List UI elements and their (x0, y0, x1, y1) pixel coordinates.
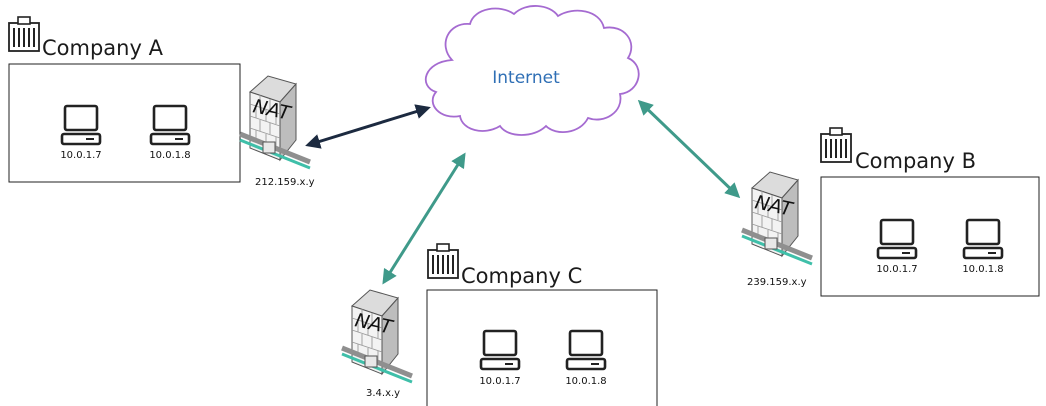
building-icon (8, 16, 40, 52)
building-icon (820, 127, 852, 163)
host-ip: 10.0.1.8 (149, 150, 190, 161)
site-company-c: Company C 10.0.1.7 10.0.1.8 NAT 3.4.x.y (342, 243, 658, 406)
host-ip: 10.0.1.7 (60, 150, 101, 161)
internet-cloud: Internet (425, 5, 640, 136)
company-box (426, 289, 658, 406)
nat-firewall-icon: NAT (342, 290, 412, 382)
nat-firewall-icon: NAT (742, 172, 812, 264)
public-ip: 3.4.x.y (366, 388, 400, 399)
computer-icon (962, 218, 1004, 260)
computer-icon (479, 329, 521, 371)
host-ip: 10.0.1.8 (962, 264, 1003, 275)
company-name: Company C (461, 264, 582, 288)
public-ip: 212.159.x.y (255, 177, 315, 188)
public-ip: 239.159.x.y (747, 277, 807, 288)
computer-icon (565, 329, 607, 371)
internet-label: Internet (492, 68, 560, 88)
link-company-a (305, 104, 431, 149)
company-box (820, 176, 1040, 297)
cloud-shape (425, 5, 640, 136)
site-company-a: Company A 10.0.1.7 10.0.1.8 NAT 212.159.… (8, 16, 315, 188)
computer-icon (60, 104, 102, 146)
host-ip: 10.0.1.7 (479, 376, 520, 387)
host-ip: 10.0.1.8 (565, 376, 606, 387)
company-name: Company A (42, 36, 164, 60)
host-ip: 10.0.1.7 (876, 264, 917, 275)
link-company-c (382, 152, 466, 285)
computer-icon (149, 104, 191, 146)
site-company-b: Company B 10.0.1.7 10.0.1.8 NAT 239.159.… (742, 127, 1040, 297)
building-icon (427, 243, 459, 279)
company-box (8, 63, 241, 183)
link-company-b (637, 99, 741, 199)
company-name: Company B (855, 149, 976, 173)
computer-icon (876, 218, 918, 260)
nat-firewall-icon: NAT (240, 76, 310, 168)
